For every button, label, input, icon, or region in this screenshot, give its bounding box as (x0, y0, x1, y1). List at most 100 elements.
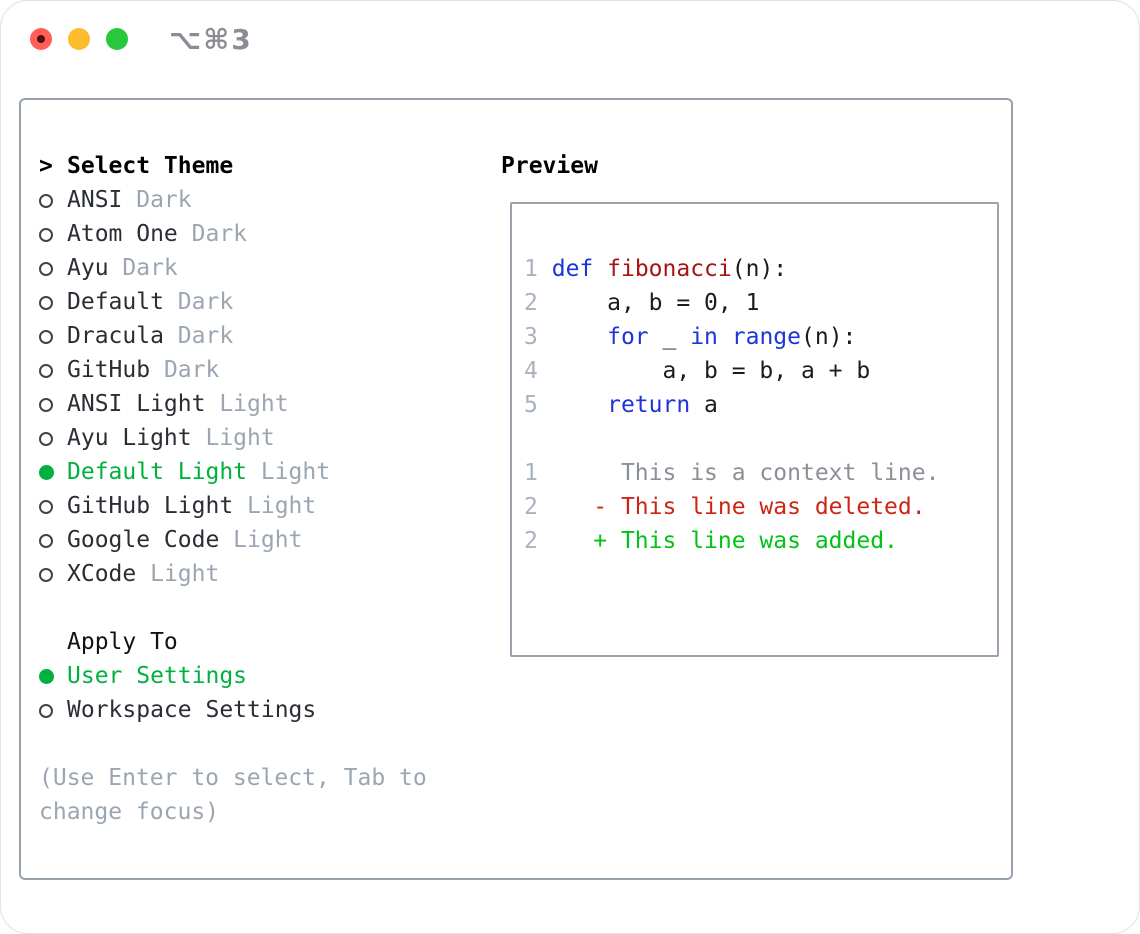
option-label: GitHub Light (67, 493, 234, 519)
line-number: 1 (524, 460, 538, 486)
option-label: Google Code (67, 527, 220, 553)
radio-selected-icon (39, 455, 67, 489)
radio-unselected-icon (39, 489, 67, 523)
option-variant-label: Dark (163, 289, 234, 315)
option-label: Atom One (67, 221, 178, 247)
theme-option-github-light-light[interactable]: GitHub Light Light (39, 489, 427, 523)
radio-unselected-icon (39, 251, 67, 285)
option-label: GitHub (67, 357, 151, 383)
maximize-button[interactable] (106, 28, 128, 50)
code-line: 2 + This line was added. (524, 524, 997, 558)
radio-unselected-icon (39, 319, 67, 353)
theme-option-default-light-light[interactable]: Default Light Light (39, 455, 427, 489)
theme-option-atom-one-dark[interactable]: Atom One Dark (39, 217, 427, 251)
code-line: 5 return a (524, 388, 997, 422)
apply-option-user-settings[interactable]: User Settings (39, 659, 427, 693)
code-line: 4 a, b = b, a + b (524, 354, 997, 388)
option-variant-label: Light (247, 459, 331, 485)
radio-unselected-icon (39, 353, 67, 387)
code-line: 2 a, b = 0, 1 (524, 286, 997, 320)
preview-heading: Preview (501, 153, 598, 179)
code-token: in (690, 324, 718, 350)
spacer (39, 727, 427, 761)
code-token: def (551, 256, 594, 282)
code-token: _ (648, 324, 691, 350)
theme-option-github-dark[interactable]: GitHub Dark (39, 353, 427, 387)
line-number: 2 (524, 528, 538, 554)
option-variant-label: Dark (150, 357, 220, 383)
code-line: 1 This is a context line. (524, 456, 997, 490)
theme-option-google-code-light[interactable]: Google Code Light (39, 523, 427, 557)
option-label: Dracula (67, 323, 164, 349)
code-token: (n): (731, 256, 788, 282)
code-token: a, b = 0, 1 (551, 290, 760, 316)
code-token: range (731, 324, 802, 350)
record-dot-icon (37, 35, 45, 43)
apply-to-heading-row: Apply To (39, 625, 427, 659)
option-variant-label: Light (233, 493, 317, 519)
code-line: 3 for _ in range(n): (524, 320, 997, 354)
prompt-caret: > (39, 153, 53, 179)
code-token (552, 324, 607, 350)
apply-option-workspace-settings[interactable]: Workspace Settings (39, 693, 427, 727)
radio-unselected-icon (39, 285, 67, 319)
radio-unselected-icon (39, 183, 67, 217)
radio-unselected-icon (39, 387, 67, 421)
option-variant-label: Dark (108, 255, 178, 281)
line-number: 2 (524, 290, 538, 316)
close-button[interactable] (30, 28, 52, 50)
line-number: 4 (524, 358, 538, 384)
theme-option-ansi-dark[interactable]: ANSI Dark (39, 183, 427, 217)
theme-option-default-dark[interactable]: Default Dark (39, 285, 427, 319)
radio-unselected-icon (39, 523, 67, 557)
code-token: return (607, 392, 691, 418)
line-number: 1 (524, 256, 538, 282)
select-theme-heading-row: > Select Theme (39, 149, 427, 183)
hint-line-2: change focus) (39, 799, 220, 825)
option-label: ANSI (67, 187, 123, 213)
theme-option-ayu-dark[interactable]: Ayu Dark (39, 251, 427, 285)
theme-option-ayu-light-light[interactable]: Ayu Light Light (39, 421, 427, 455)
radio-unselected-icon (39, 421, 67, 455)
option-variant-label: Dark (122, 187, 192, 213)
option-variant-label: Light (219, 527, 303, 553)
apply-to-heading: Apply To (67, 629, 178, 655)
option-label: Default Light (67, 459, 248, 485)
line-number: 3 (524, 324, 538, 350)
radio-selected-icon (39, 659, 67, 693)
select-theme-heading: Select Theme (67, 153, 234, 179)
option-variant-label: Light (205, 391, 289, 417)
option-label: XCode (67, 561, 137, 587)
code-token (718, 324, 732, 350)
option-variant-label: Dark (163, 323, 234, 349)
line-number: 5 (524, 392, 538, 418)
option-label: User Settings (67, 663, 248, 689)
titlebar: ⌥⌘3 (1, 1, 1139, 77)
code-token: (n): (801, 324, 857, 350)
minimize-button[interactable] (68, 28, 90, 50)
code-token (552, 392, 607, 418)
theme-option-dracula-dark[interactable]: Dracula Dark (39, 319, 427, 353)
code-token: fibonacci (607, 256, 732, 282)
code-line: 1 def fibonacci(n): (524, 252, 997, 286)
option-label: Ayu Light (67, 425, 192, 451)
option-label: Ayu (67, 255, 109, 281)
radio-unselected-icon (39, 693, 67, 727)
code-token: a, b = b, a + b (551, 358, 871, 384)
window-shortcut-label: ⌥⌘3 (169, 23, 253, 56)
option-label: Workspace Settings (67, 697, 317, 723)
theme-option-xcode-light[interactable]: XCode Light (39, 557, 427, 591)
theme-option-ansi-light-light[interactable]: ANSI Light Light (39, 387, 427, 421)
radio-unselected-icon (39, 557, 67, 591)
code-token: for (607, 324, 649, 350)
code-token (593, 256, 607, 282)
radio-unselected-icon (39, 217, 67, 251)
option-label: Default (67, 289, 164, 315)
option-variant-label: Light (191, 425, 275, 451)
hint-text: (Use Enter to select, Tab to change focu… (39, 761, 427, 829)
